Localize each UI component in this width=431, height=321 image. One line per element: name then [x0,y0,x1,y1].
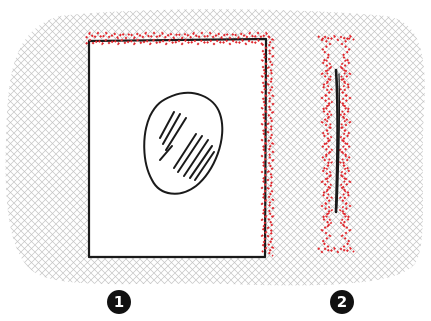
step-marker-2-label: 2 [337,295,347,310]
step-marker-2: 2 [330,290,354,314]
step-marker-1-label: 1 [114,295,124,310]
step-marker-1: 1 [107,290,131,314]
